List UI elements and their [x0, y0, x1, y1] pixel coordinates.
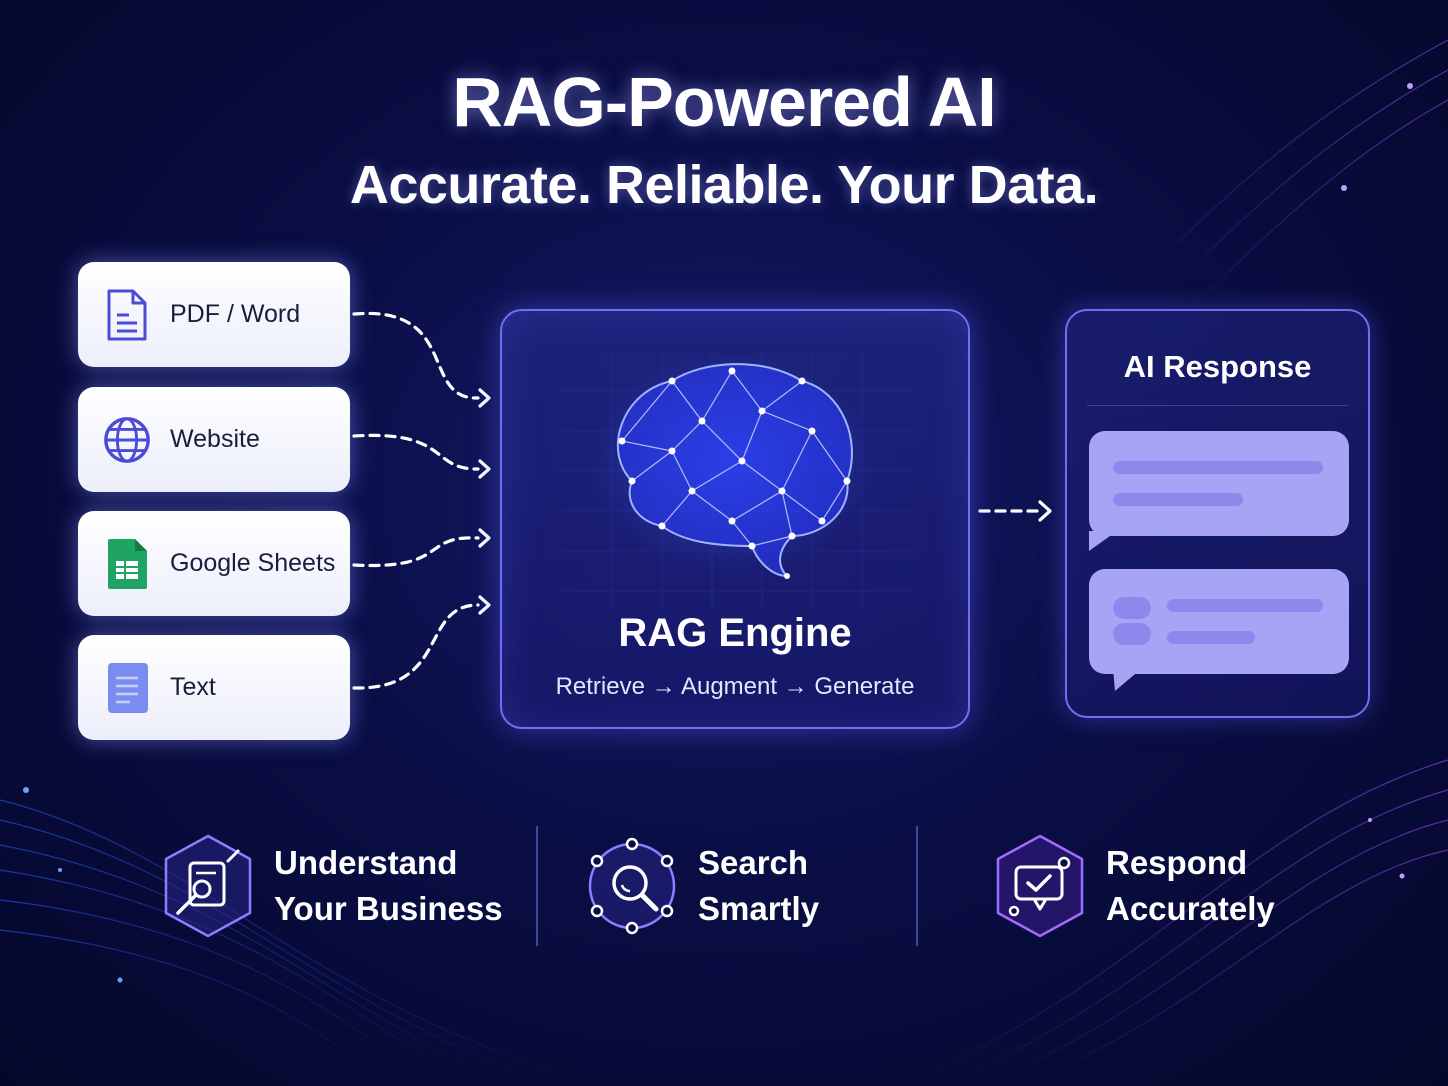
brain-network-icon	[562, 351, 912, 611]
feature-text: Respond Accurately	[1106, 840, 1275, 932]
feature-divider	[536, 826, 538, 946]
source-card-text: Text	[78, 635, 350, 740]
feature-line: Your Business	[274, 890, 503, 927]
feature-text: Understand Your Business	[274, 840, 503, 932]
google-sheets-icon	[102, 537, 152, 591]
document-icon	[102, 288, 152, 342]
feature-line: Search	[698, 844, 809, 881]
engine-subtitle: Retrieve → Augment → Generate	[555, 673, 915, 700]
feature-line: Understand	[274, 844, 458, 881]
text-file-icon	[102, 661, 152, 715]
chat-bubble-ai	[1089, 431, 1349, 536]
source-card-website: Website	[78, 387, 350, 492]
text-placeholder-bar	[1167, 599, 1323, 612]
source-card-pdf-word: PDF / Word	[78, 262, 350, 367]
source-label: Website	[170, 425, 260, 453]
source-card-google-sheets: Google Sheets	[78, 511, 350, 616]
feature-line: Accurately	[1106, 890, 1275, 927]
feature-respond: Respond Accurately	[990, 826, 1275, 946]
document-analysis-icon	[164, 834, 252, 938]
text-placeholder-bar	[1167, 631, 1255, 644]
feature-line: Smartly	[698, 890, 820, 927]
feature-divider	[916, 826, 918, 946]
engine-title: RAG Engine	[618, 611, 852, 655]
rag-engine-panel: RAG Engine Retrieve → Augment → Generate	[500, 309, 970, 729]
search-network-icon	[588, 837, 676, 935]
source-label: PDF / Word	[170, 300, 301, 328]
globe-icon	[102, 413, 152, 467]
page-title: RAG-Powered AI	[452, 63, 996, 141]
feature-line: Respond	[1106, 844, 1248, 881]
bubble-tail	[1089, 531, 1117, 551]
chat-check-icon	[996, 834, 1084, 938]
avatar-icon	[1113, 597, 1151, 645]
text-placeholder-bar	[1113, 493, 1243, 506]
feature-text: Search Smartly	[698, 840, 819, 932]
text-placeholder-bar	[1113, 461, 1323, 474]
page-subtitle: Accurate. Reliable. Your Data.	[349, 155, 1099, 215]
response-title: AI Response	[1123, 349, 1312, 384]
source-label: Text	[170, 673, 216, 701]
ai-response-panel: AI Response	[1065, 309, 1370, 718]
feature-search: Search Smartly	[582, 826, 819, 946]
response-divider	[1087, 405, 1348, 406]
feature-understand: Understand Your Business	[158, 826, 503, 946]
chat-bubble-user	[1089, 569, 1349, 674]
source-label: Google Sheets	[170, 549, 336, 577]
bubble-tail	[1113, 669, 1141, 691]
